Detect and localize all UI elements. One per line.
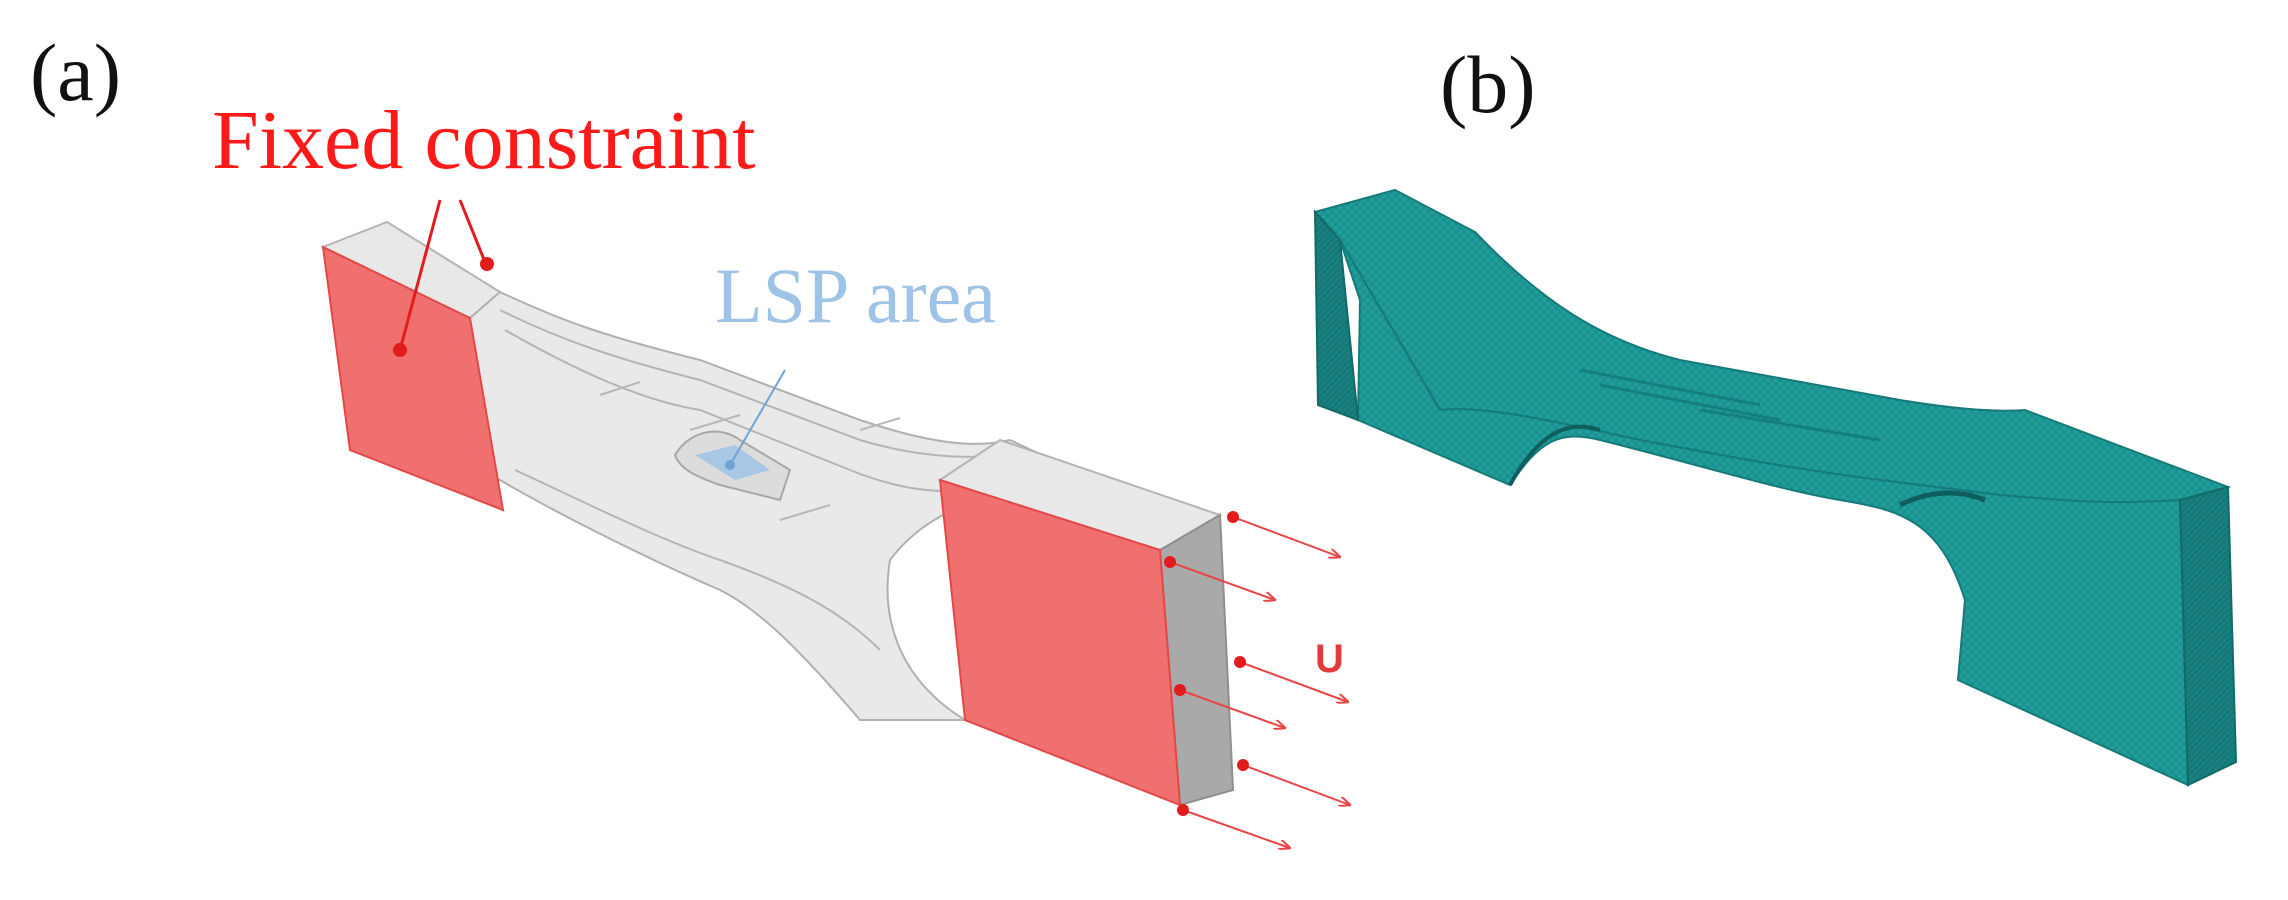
lsp-area-label: LSP area <box>715 252 996 339</box>
fixed-constraint-pointers <box>393 199 494 357</box>
fixed-constraint-label: Fixed constraint <box>212 94 756 187</box>
panel-a: (a) <box>30 27 1350 848</box>
displacement-arrow <box>1232 516 1340 557</box>
displacement-marker <box>1177 804 1189 816</box>
left-fixed-face <box>321 245 505 512</box>
mesh-right-end <box>2178 485 2238 787</box>
pointer-line <box>398 199 442 351</box>
pointer-line <box>458 199 487 263</box>
panel-b: (b) <box>1313 39 2238 787</box>
displacement-arrow <box>1179 689 1285 728</box>
mesh-groove <box>1579 368 1881 442</box>
lsp-pointer-line <box>729 369 786 466</box>
displacement-arrow <box>1182 809 1290 848</box>
displacement-arrow <box>1242 764 1350 805</box>
gauge-edge-bottom <box>514 469 881 651</box>
constraint-marker <box>393 343 407 357</box>
mesh-left-end <box>1313 209 1360 422</box>
lsp-marker <box>725 460 735 470</box>
segment-line <box>599 381 641 396</box>
panel-a-label: (a) <box>30 27 121 118</box>
mesh-recess-edge <box>1508 424 1601 486</box>
constraint-marker <box>480 257 494 271</box>
segment-line <box>779 504 831 521</box>
panel-b-label: (b) <box>1440 39 1536 130</box>
displacement-label: U <box>1315 637 1344 681</box>
segment-line <box>689 414 741 431</box>
displacement-arrow <box>1239 661 1348 702</box>
mesh-recess-edge <box>1898 490 1986 508</box>
meshed-specimen <box>1313 188 2238 787</box>
specimen-model <box>320 220 1235 807</box>
displacement-arrows <box>1164 511 1350 848</box>
displacement-marker <box>1174 684 1186 696</box>
displacement-marker <box>1227 511 1239 523</box>
displacement-marker <box>1237 759 1249 771</box>
displacement-arrow <box>1169 561 1275 600</box>
gauge-edge-top <box>499 309 1006 458</box>
segment-line <box>859 417 901 431</box>
displacement-marker <box>1234 656 1246 668</box>
gauge-edge-inner <box>504 329 981 492</box>
displacement-marker <box>1164 556 1176 568</box>
